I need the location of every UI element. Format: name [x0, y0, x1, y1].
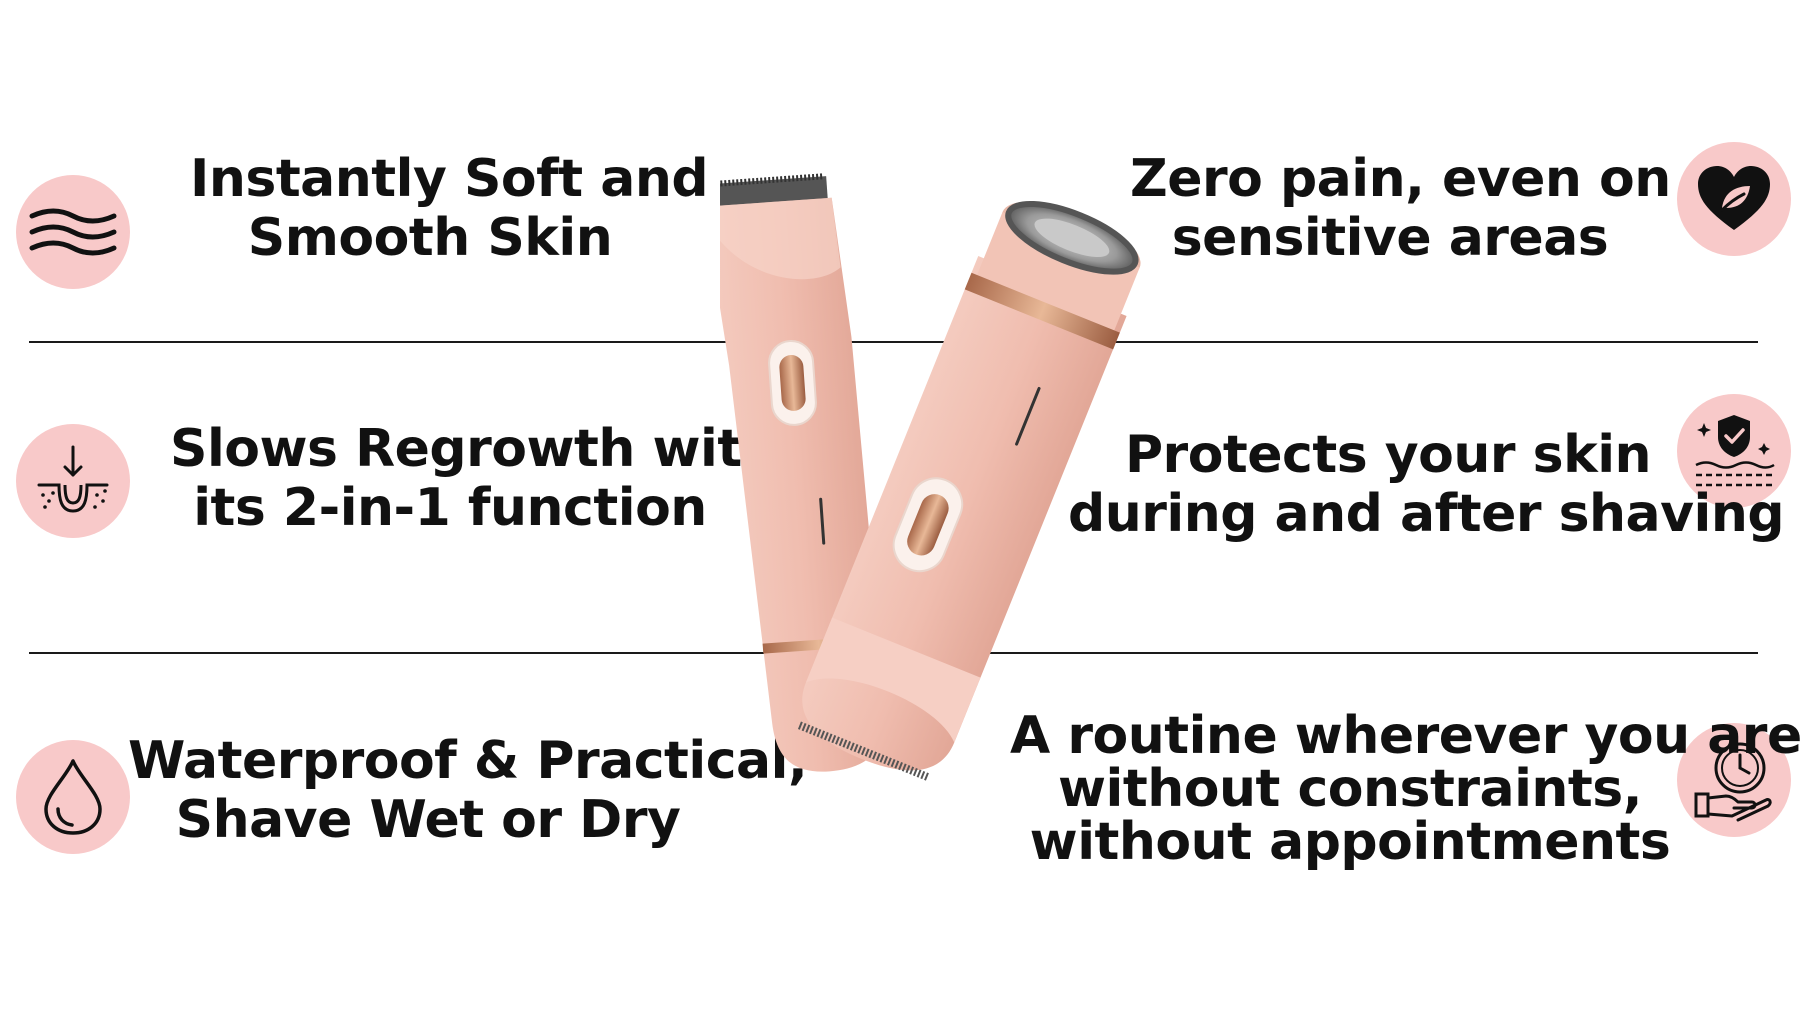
heart-leaf-icon [1698, 166, 1770, 230]
waves-icon [29, 208, 117, 256]
feature-soft-skin: Instantly Soft and Smooth Skin [190, 149, 709, 269]
feature-waterproof: Waterproof & Practical, Shave Wet or Dry [128, 731, 808, 851]
feature-routine: A routine wherever you are, without cons… [1010, 706, 1800, 873]
shaver-product-image [720, 173, 1141, 782]
feature-soft-skin-line2: Smooth Skin [247, 208, 613, 269]
facial-shaver [797, 200, 1141, 782]
feature-zero-pain: Zero pain, even on sensitive areas [1130, 149, 1671, 269]
feature-zero-pain-line2: sensitive areas [1171, 208, 1609, 269]
feature-regrowth-line2: its 2-in-1 function [193, 478, 707, 539]
feature-protects-skin-line2: during and after shaving [1068, 484, 1785, 545]
hair-follicle-icon-badge [16, 424, 130, 538]
water-drop-icon [44, 759, 102, 835]
shield-skin-icon-badge [1677, 394, 1791, 508]
heart-leaf-icon-badge [1677, 142, 1791, 256]
feature-waterproof-line2: Shave Wet or Dry [175, 790, 681, 851]
feature-waterproof-line1: Waterproof & Practical, [128, 731, 808, 791]
feature-soft-skin-line1: Instantly Soft and [190, 149, 709, 209]
clock-hand-icon-badge [1677, 723, 1791, 837]
feature-regrowth: Slows Regrowth with its 2-in-1 function [170, 419, 779, 539]
clock-hand-icon [1694, 742, 1772, 822]
shield-skin-icon [1695, 415, 1775, 487]
feature-zero-pain-line1: Zero pain, even on [1130, 149, 1671, 209]
feature-protects-skin: Protects your skin during and after shav… [1068, 425, 1785, 545]
feature-routine-line1: A routine wherever you are, [1010, 706, 1800, 766]
divider-top [29, 341, 1758, 343]
water-drop-icon-badge [16, 740, 130, 854]
feature-protects-skin-line1: Protects your skin [1124, 425, 1652, 485]
feature-routine-line2: without constraints, [1058, 759, 1642, 820]
waves-icon-badge [16, 175, 130, 289]
feature-regrowth-line1: Slows Regrowth with [170, 419, 779, 479]
feature-routine-line3: without appointments [1029, 812, 1671, 873]
hair-follicle-icon [37, 445, 109, 513]
